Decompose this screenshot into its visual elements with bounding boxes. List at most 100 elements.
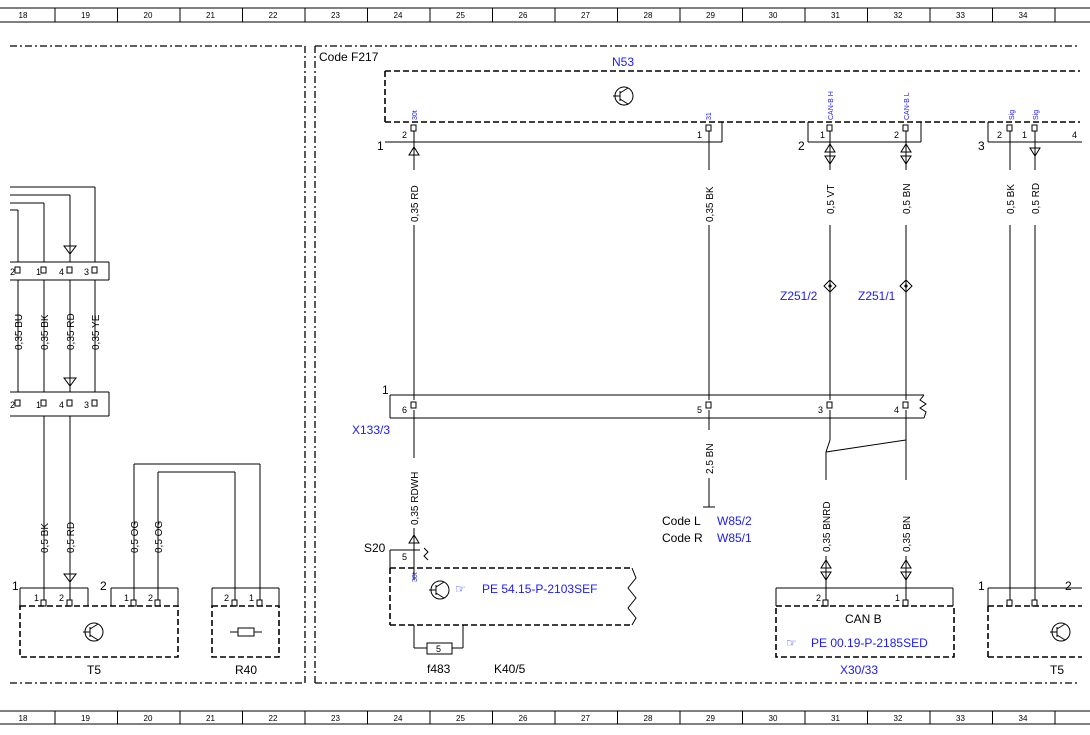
pin-number: 4 xyxy=(894,405,899,415)
pin-number: 2 xyxy=(997,130,1002,140)
pin-label-sig-2: Sig xyxy=(1033,110,1040,120)
x30-title: CAN B xyxy=(845,612,882,626)
pin-number: 1 xyxy=(697,130,702,140)
ruler-column-number: 26 xyxy=(519,11,528,20)
ruler-column-number: 23 xyxy=(331,714,340,723)
k40-ref-link[interactable]: PE 54.15-P-2103SEF xyxy=(482,582,597,596)
t5-right xyxy=(987,587,1082,658)
wire-label: 2,5 BN xyxy=(705,443,716,474)
ruler-column-number: 25 xyxy=(456,714,465,723)
pin-number: 2 xyxy=(10,400,15,410)
k40-label: K40/5 xyxy=(494,662,526,676)
ruler-column-number: 28 xyxy=(644,11,653,20)
ruler-column-number: 24 xyxy=(394,11,403,20)
r40-label: R40 xyxy=(235,663,257,677)
wire-label: 0,5 BK xyxy=(1006,184,1017,214)
pin-number: 1 xyxy=(1022,130,1027,140)
ruler-column-number: 34 xyxy=(1019,714,1028,723)
pin-number: 1 xyxy=(124,593,129,603)
ruler-column-number: 29 xyxy=(706,714,715,723)
zone-code-label: Code F217 xyxy=(319,50,379,64)
x30-ref-icon[interactable]: ☞ xyxy=(786,636,797,650)
x133-label: X133/3 xyxy=(352,423,390,437)
twist-line xyxy=(825,439,907,453)
ground-code-r: Code R xyxy=(662,531,703,545)
pin-number: 4 xyxy=(59,267,64,277)
t5-right-label: T5 xyxy=(1050,663,1064,677)
pin-number: 2 xyxy=(402,130,407,140)
ruler-column-number: 22 xyxy=(269,714,278,723)
ruler-column-number: 23 xyxy=(331,11,340,20)
pin-number: 1 xyxy=(34,593,39,603)
pin-number: 4 xyxy=(59,400,64,410)
s20-pin: 5 xyxy=(402,552,407,562)
wire-can-h xyxy=(820,131,837,600)
wire-label: 0,5 VT xyxy=(826,185,837,214)
n53-label: N53 xyxy=(612,55,634,69)
wire-can-l xyxy=(899,131,913,600)
pin-number: 5 xyxy=(697,405,702,415)
pin-number: 2 xyxy=(59,593,64,603)
ruler-column-number: 20 xyxy=(144,714,153,723)
wire-label: 0,35 YE xyxy=(91,314,102,350)
pin-number: 2 xyxy=(816,593,821,603)
ground-w85-1: W85/1 xyxy=(717,531,752,545)
wire-label: 0,35 BK xyxy=(705,186,716,222)
ruler-column-number: 24 xyxy=(394,714,403,723)
x30-can-b xyxy=(775,587,955,658)
t5-left-number: 1 xyxy=(12,579,19,593)
ruler-column-number: 20 xyxy=(144,11,153,20)
ruler-column-number: 33 xyxy=(956,714,965,723)
wire-label: 0,35 BNRD xyxy=(822,501,833,552)
x30-label: X30/33 xyxy=(840,663,878,677)
t5-right-number-2: 2 xyxy=(1065,579,1072,593)
wire-label: 0,5 OG xyxy=(154,521,165,553)
t5-right-number: 1 xyxy=(978,579,985,593)
wire-label: 0,35 BN xyxy=(902,516,913,552)
splice-z251-1-label: Z251/1 xyxy=(858,289,896,303)
k40-relay xyxy=(389,547,637,655)
left-wiring xyxy=(10,186,280,658)
pin-number: 3 xyxy=(84,400,89,410)
pin-number: 3 xyxy=(818,405,823,415)
ruler-column-number: 31 xyxy=(831,11,840,20)
n53-connector-number-c: 3 xyxy=(978,139,985,153)
ruler-column-number: 18 xyxy=(19,11,28,20)
ruler-column-number: 22 xyxy=(269,11,278,20)
ruler-column-number: 27 xyxy=(581,11,590,20)
pin-number: 6 xyxy=(402,405,407,415)
zone-boundaries xyxy=(10,45,1080,684)
n53-connector-number-b: 2 xyxy=(798,139,805,153)
n53-pin-sockets xyxy=(410,124,1038,132)
ruler-column-number: 25 xyxy=(456,11,465,20)
splice-z251-2-label: Z251/2 xyxy=(780,289,818,303)
ruler-column-number: 26 xyxy=(519,714,528,723)
wire-label: 0,35 BK xyxy=(40,314,51,350)
ruler-column-number: 27 xyxy=(581,714,590,723)
ruler-column-number: 31 xyxy=(831,714,840,723)
pin-number: 3 xyxy=(84,267,89,277)
pin-label-31: 31 xyxy=(706,112,713,120)
wire-label: 0,35 RDWH xyxy=(410,472,421,525)
ground-code-l: Code L xyxy=(662,514,701,528)
pin-number: 1 xyxy=(36,267,41,277)
ruler-column-number: 34 xyxy=(1019,11,1028,20)
ruler-column-number: 32 xyxy=(894,11,903,20)
ruler-column-number: 28 xyxy=(644,714,653,723)
wire-label: 0,5 BK xyxy=(40,523,51,553)
pin-number: 1 xyxy=(249,593,254,603)
wire-label: 0,5 RD xyxy=(66,522,77,553)
og-connector-number: 2 xyxy=(100,579,107,593)
pin-number: 1 xyxy=(895,593,900,603)
t5-left-label: T5 xyxy=(87,663,101,677)
wire-label: 0,35 RD xyxy=(66,313,77,350)
pin-label-can-h: CAN-B H xyxy=(828,91,835,120)
pin-label-can-l: CAN-B L xyxy=(904,92,911,120)
ruler-column-number: 21 xyxy=(206,714,215,723)
x133-number: 1 xyxy=(382,383,389,397)
k40-ref-icon[interactable]: ☞ xyxy=(455,582,466,596)
x30-ref-link[interactable]: PE 00.19-P-2185SED xyxy=(811,636,928,650)
pin-number: 2 xyxy=(894,130,899,140)
